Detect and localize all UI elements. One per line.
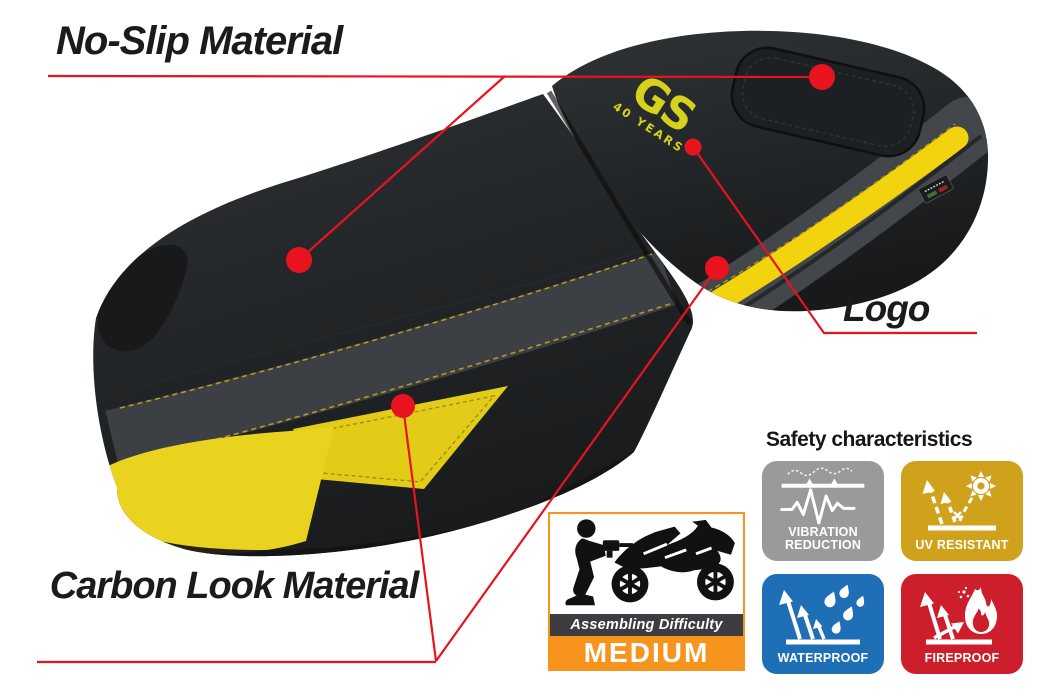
stripe-stitch-line	[699, 123, 956, 297]
badge-fireproof: FIREPROOF	[901, 574, 1023, 674]
rear-edge-piping	[695, 134, 983, 312]
front-seat-body	[93, 94, 694, 557]
carbon-look-label: Carbon Look Material	[49, 565, 420, 607]
carbon-band-stitch-bottom	[111, 303, 671, 467]
no-slip-callout	[47, 64, 835, 273]
badge-label: UV RESISTANT	[915, 538, 1009, 553]
carbon-point-side	[391, 394, 415, 418]
seat-junction-shadow	[546, 90, 693, 326]
carbon-band-stitch-top	[119, 249, 665, 409]
nose-notch	[97, 244, 188, 352]
gs-logo-subtext: 40 YEARS	[610, 99, 687, 156]
front-seat-section	[93, 90, 694, 557]
top-panel-stitch	[135, 247, 653, 389]
mechanic-figure	[565, 519, 633, 606]
yellow-side-panel	[293, 386, 508, 489]
rear-top-inset-panel	[730, 46, 926, 158]
logo-callout	[684, 138, 977, 335]
badge-vibration-reduction: VIBRATION REDUCTION	[762, 461, 884, 561]
assembly-level-badge: MEDIUM	[550, 636, 743, 669]
assembly-title: Assembling Difficulty	[550, 614, 743, 636]
uv-resistant-icon	[905, 467, 1019, 539]
front-carbon-band	[105, 251, 677, 466]
fireproof-icon	[905, 580, 1019, 652]
no-slip-label: No-Slip Material	[56, 19, 343, 63]
brand-tag	[918, 174, 954, 204]
gs-logo-text: GS	[622, 65, 703, 143]
yellow-nose-panel	[108, 427, 334, 554]
safety-badge-grid: VIBRATION REDUCTION	[762, 461, 1028, 674]
logo-label: Logo	[843, 288, 930, 329]
badge-label: FIREPROOF	[924, 651, 1000, 666]
rear-seat-body	[552, 30, 989, 312]
badge-waterproof: WATERPROOF	[762, 574, 884, 674]
side-panel-stitch	[304, 394, 496, 483]
no-slip-point-front	[286, 247, 312, 273]
no-slip-point-rear	[809, 64, 835, 90]
safety-characteristics-section: Safety characteristics VIBRATION REDUCTI…	[760, 428, 1028, 674]
badge-uv-resistant: UV RESISTANT	[901, 461, 1023, 561]
safety-heading: Safety characteristics	[766, 428, 973, 451]
gs-40-years-logo: GS 40 YEARS	[610, 65, 703, 156]
waterproof-icon	[766, 580, 880, 652]
carbon-point-stripe	[705, 256, 729, 280]
badge-label: VIBRATION REDUCTION	[784, 524, 862, 553]
vibration-reduction-icon	[766, 464, 880, 526]
assembling-difficulty-card: Assembling Difficulty MEDIUM	[548, 512, 745, 671]
badge-label: WATERPROOF	[777, 651, 869, 666]
mechanic-motorcycle-icon	[565, 519, 735, 606]
motorcycle-silhouette	[611, 519, 735, 603]
logo-point	[684, 138, 702, 156]
assembly-graphic	[550, 514, 743, 614]
